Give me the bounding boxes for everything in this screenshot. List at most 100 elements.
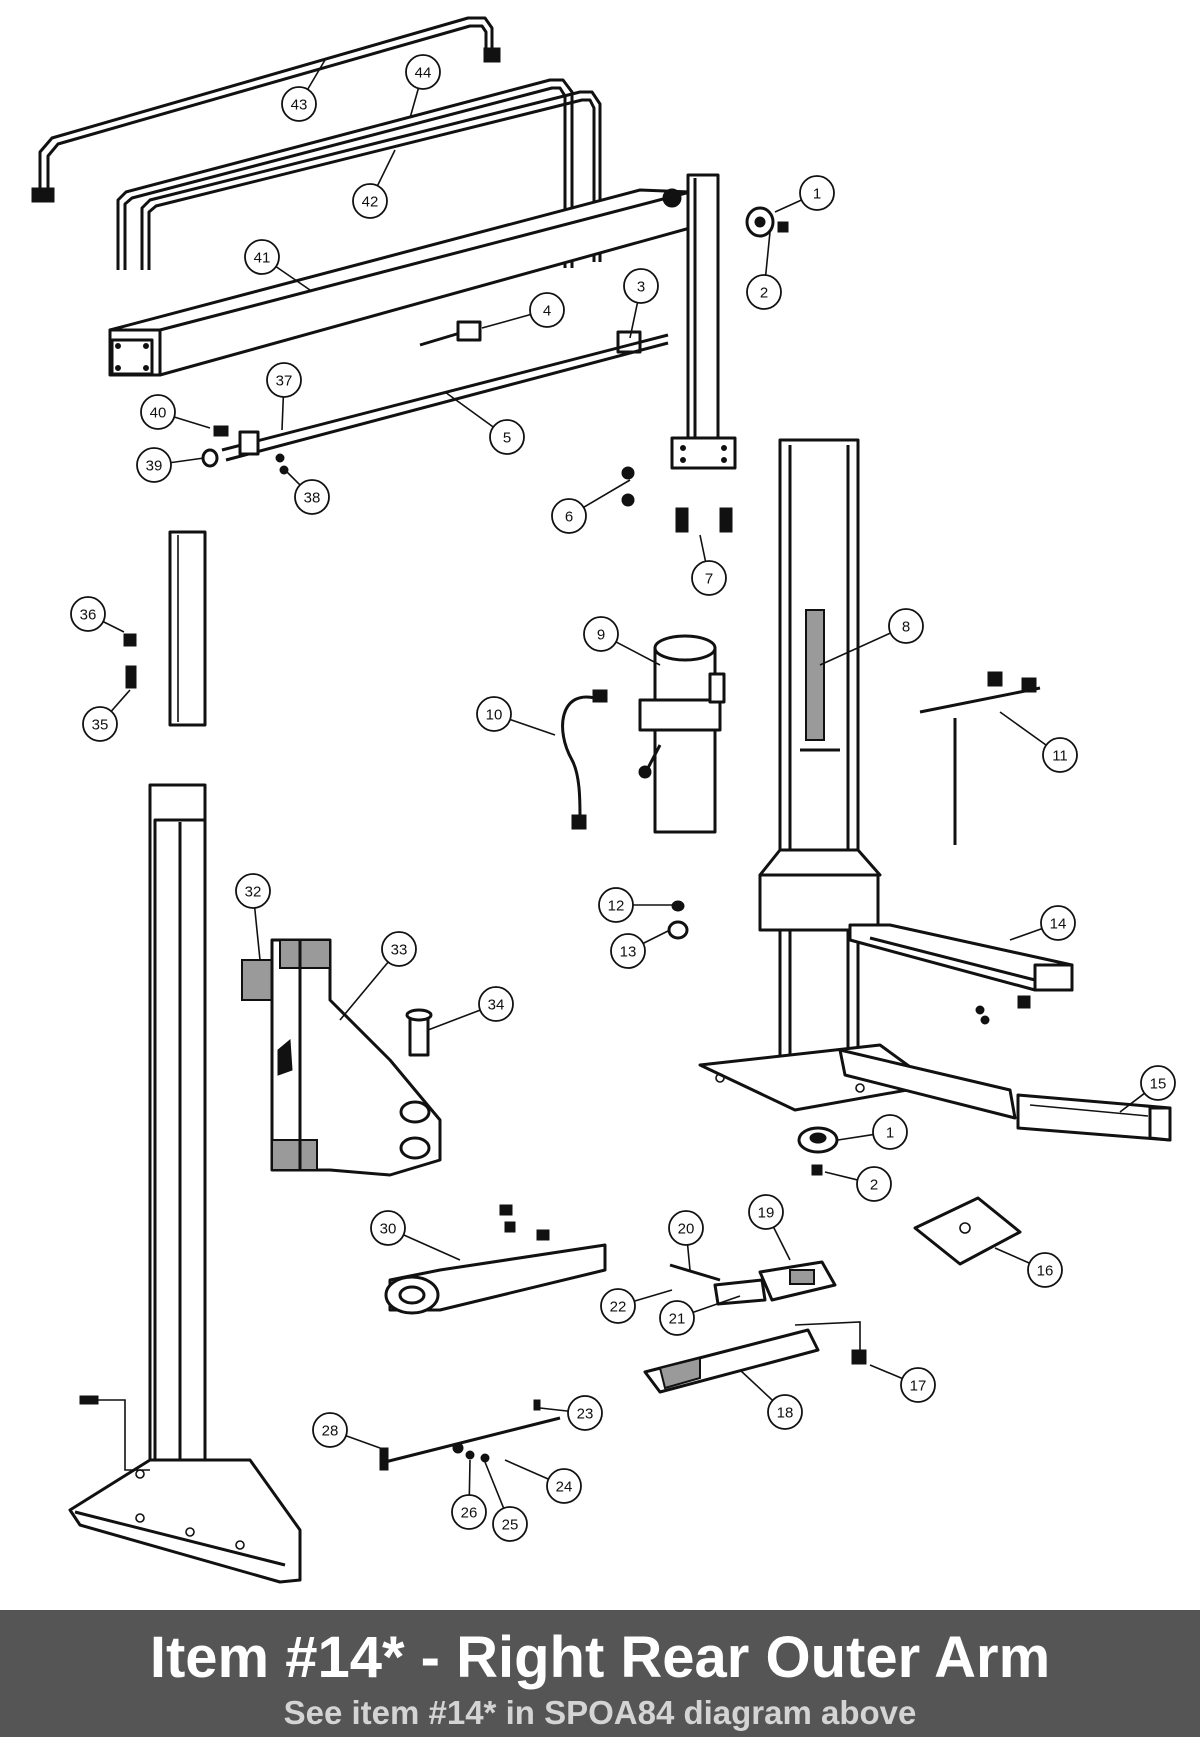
callout-circle xyxy=(478,986,514,1022)
callout-number: 9 xyxy=(597,627,605,644)
callout-number: 25 xyxy=(502,1517,519,1534)
callout-number: 36 xyxy=(80,607,97,624)
callout-circle xyxy=(799,175,835,211)
callout-2: 2 xyxy=(824,1166,892,1202)
callout-circle xyxy=(668,1210,704,1246)
callout-leader-line xyxy=(1119,1092,1145,1113)
callout-leader-line xyxy=(253,907,261,961)
callout-circle xyxy=(235,873,271,909)
callout-circle xyxy=(381,931,417,967)
callout-number: 16 xyxy=(1037,1263,1054,1280)
callout-leader-line xyxy=(481,313,531,329)
callout-10: 10 xyxy=(476,696,556,736)
callout-circle xyxy=(546,1468,582,1504)
callouts: 1234567891011121314151216171819202122232… xyxy=(70,54,1176,1542)
callout-leader-line xyxy=(642,929,671,945)
callout-leader-line xyxy=(774,199,802,213)
callout-number: 33 xyxy=(391,942,408,959)
callout-leader-line xyxy=(468,1459,471,1496)
callout-leader-line xyxy=(174,416,211,429)
callout-circle xyxy=(872,1114,908,1150)
callout-circle xyxy=(1027,1252,1063,1288)
callout-leader-line xyxy=(427,1009,481,1031)
callout-2: 2 xyxy=(746,231,782,310)
callout-leader-line xyxy=(1009,927,1043,941)
callout-number: 20 xyxy=(678,1221,695,1238)
callout-number: 41 xyxy=(254,250,271,267)
callout-number: 34 xyxy=(488,997,505,1014)
callout-6: 6 xyxy=(551,479,631,534)
callout-number: 18 xyxy=(777,1405,794,1422)
callout-8: 8 xyxy=(819,608,924,666)
callout-41: 41 xyxy=(244,239,311,291)
callout-circle xyxy=(567,1395,603,1431)
callout-leader-line xyxy=(484,1461,505,1509)
callout-circle xyxy=(140,394,176,430)
callout-circle xyxy=(598,887,634,923)
callout-circle xyxy=(451,1494,487,1530)
callout-leader-line xyxy=(306,59,326,90)
callout-number: 43 xyxy=(291,97,308,114)
callout-26: 26 xyxy=(451,1459,487,1530)
callout-circle xyxy=(266,362,302,398)
callout-circle xyxy=(1040,905,1076,941)
callout-circle xyxy=(312,1412,348,1448)
callout-number: 13 xyxy=(620,944,637,961)
callout-leader-line xyxy=(409,88,420,119)
callout-number: 22 xyxy=(610,1299,627,1316)
callout-25: 25 xyxy=(484,1461,528,1542)
left-column xyxy=(68,783,302,1584)
callout-15: 15 xyxy=(1119,1065,1176,1113)
caption-banner: Item #14* - Right Rear Outer Arm See ite… xyxy=(0,1610,1200,1737)
callout-leader-line xyxy=(739,1369,774,1401)
callout-leader-line xyxy=(819,632,891,666)
callout-number: 32 xyxy=(245,884,262,901)
callout-circle xyxy=(900,1367,936,1403)
callout-leader-line xyxy=(994,1247,1030,1264)
callout-circle xyxy=(476,696,512,732)
callout-leader-line xyxy=(824,1171,858,1181)
callout-leader-line xyxy=(686,1244,691,1271)
callout-circle xyxy=(748,1194,784,1230)
callout-number: 30 xyxy=(380,1221,397,1238)
callout-number: 5 xyxy=(503,430,511,447)
callout-circle xyxy=(281,86,317,122)
callout-circle xyxy=(492,1506,528,1542)
carriage-33 xyxy=(270,938,442,1177)
callout-circle xyxy=(551,498,587,534)
power-unit-9 xyxy=(638,634,726,834)
callout-leader-line xyxy=(583,479,631,509)
callout-number: 12 xyxy=(608,898,625,915)
callout-circle xyxy=(856,1166,892,1202)
callout-circle xyxy=(529,292,565,328)
callout-leader-line xyxy=(615,641,661,666)
callout-30: 30 xyxy=(370,1210,461,1261)
callout-circle xyxy=(405,54,441,90)
callout-number: 4 xyxy=(543,303,551,320)
callout-43: 43 xyxy=(281,59,326,122)
callout-number: 24 xyxy=(556,1479,573,1496)
callout-leader-line xyxy=(275,265,311,291)
callout-number: 38 xyxy=(304,490,321,507)
callout-number: 40 xyxy=(150,405,167,422)
callout-number: 39 xyxy=(146,458,163,475)
callout-circle xyxy=(600,1288,636,1324)
callout-22: 22 xyxy=(600,1288,673,1324)
callout-38: 38 xyxy=(284,469,330,515)
callout-leader-line xyxy=(376,149,396,187)
callout-39: 39 xyxy=(136,447,205,483)
callout-4: 4 xyxy=(481,292,565,329)
callout-leader-line xyxy=(629,302,639,339)
callout-37: 37 xyxy=(266,362,302,431)
callout-1: 1 xyxy=(774,175,835,213)
callout-leader-line xyxy=(110,689,131,712)
callout-circle xyxy=(1140,1065,1176,1101)
callout-number: 44 xyxy=(415,65,432,82)
callout-circle xyxy=(294,479,330,515)
callout-14: 14 xyxy=(1009,905,1076,941)
callout-number: 1 xyxy=(813,186,821,203)
callout-circle xyxy=(82,706,118,742)
callout-44: 44 xyxy=(405,54,441,119)
callout-number: 7 xyxy=(705,571,713,588)
